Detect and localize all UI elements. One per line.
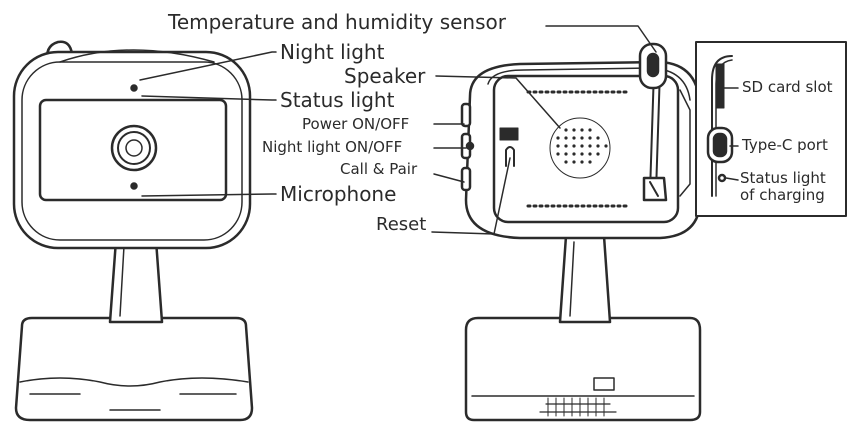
reset-button-icon: [505, 146, 515, 167]
camera-lens: [110, 124, 158, 172]
power-button: [460, 102, 472, 128]
back-view-camera: [460, 42, 702, 422]
front-base: [14, 316, 254, 422]
label-speaker: Speaker: [344, 64, 426, 88]
callout-lines: [139, 25, 739, 235]
reset-plate: [499, 127, 519, 141]
speaker-holes: [556, 128, 608, 164]
front-neck: [108, 238, 164, 324]
side-detail: [695, 41, 847, 217]
sensor-rod: [649, 69, 661, 193]
label-reset: Reset: [376, 214, 427, 235]
back-base: [464, 316, 702, 422]
label-sd-card-slot: SD card slot: [742, 78, 833, 96]
front-face: [38, 98, 228, 202]
label-status-light-of-charging-line1: Status light: [740, 169, 826, 187]
charging-light: [717, 173, 727, 183]
label-call-pair: Call & Pair: [340, 160, 418, 178]
label-power-on-off: Power ON/OFF: [302, 115, 410, 133]
label-status-light-of-charging: Status light of charging: [740, 170, 826, 203]
back-neck: [558, 234, 612, 324]
label-night-light: Night light: [280, 40, 385, 64]
speaker-grill: [549, 117, 611, 179]
label-status-light: Status light: [280, 88, 395, 112]
microphone-dot: [130, 182, 138, 190]
back-panel: [492, 74, 680, 224]
label-temperature-humidity-sensor: Temperature and humidity sensor: [168, 10, 506, 34]
front-view-camera: [12, 40, 254, 422]
label-status-light-of-charging-line2: of charging: [740, 185, 825, 204]
label-type-c-port: Type-C port: [742, 136, 828, 154]
night-light-dot: [130, 84, 138, 92]
sd-card-slot: [715, 63, 725, 109]
label-microphone: Microphone: [280, 182, 397, 206]
label-night-light-on-off: Night light ON/OFF: [262, 138, 403, 156]
call-pair-button: [460, 166, 472, 192]
